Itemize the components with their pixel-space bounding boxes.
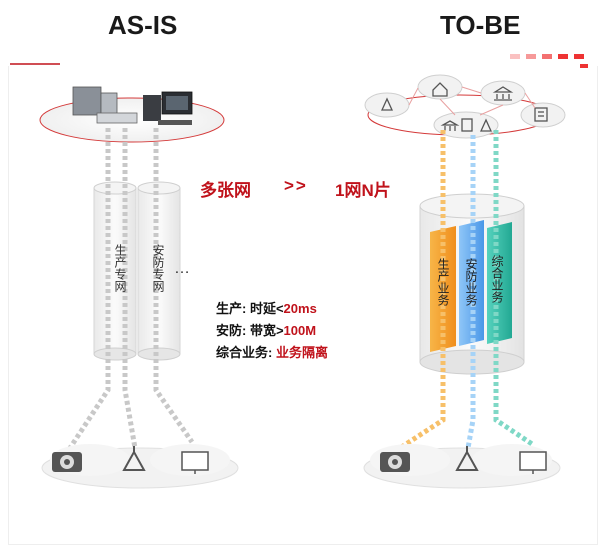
requirement-value: 业务隔离 [275, 345, 328, 360]
slice-comprehensive [487, 222, 512, 344]
house-icon [432, 82, 448, 97]
as-is-pipe-production [93, 181, 137, 361]
pipe-more-indicator: … [174, 260, 190, 277]
slice-production [430, 226, 456, 352]
link-security [465, 135, 476, 449]
as-is-links [67, 128, 195, 450]
requirement-value: 100M [283, 323, 317, 338]
transition-arrow: >> [284, 176, 308, 195]
requirement-value: 20ms [283, 301, 317, 316]
to-be-ring-links [408, 86, 536, 116]
slice-label-comprehensive: 综合业务 [490, 255, 504, 303]
to-be-cloud-network [364, 74, 566, 139]
requirement-production: 生产: 时延<20ms [216, 298, 317, 317]
monitor-icon [181, 451, 209, 474]
requirement-security: 安防: 带宽>100M [216, 320, 316, 339]
bank-icon [492, 86, 514, 101]
link-comprehensive [493, 130, 534, 447]
to-be-title: TO-BE [440, 10, 521, 40]
building-icon [461, 118, 473, 132]
as-is-title: AS-IS [108, 10, 178, 40]
camera-icon [380, 452, 410, 472]
pipe-label-production: 生产专网 [113, 244, 127, 292]
tower-icon [122, 446, 146, 471]
decor-squares [510, 54, 588, 68]
transition-left: 多张网 [200, 181, 251, 200]
server-icon [72, 86, 138, 124]
as-is-pipe-security [137, 181, 181, 361]
tower-icon [380, 97, 493, 132]
computer-icon [143, 91, 193, 125]
requirement-text: 生产: 时延< [216, 301, 284, 316]
slice-label-security: 安防业务 [464, 258, 478, 306]
transition-right: 1网N片 [335, 181, 391, 200]
link-production [398, 130, 446, 451]
requirement-comprehensive: 综合业务: 业务隔离 [216, 342, 328, 361]
tower-icon [455, 446, 479, 471]
building-icon [534, 107, 548, 122]
slice-label-production: 生产业务 [436, 258, 450, 306]
requirement-text: 综合业务: [216, 345, 276, 360]
camera-icon [52, 452, 82, 472]
pipe-label-security: 安防专网 [151, 244, 165, 292]
monitor-icon [519, 451, 547, 474]
requirement-text: 安防: 带宽> [216, 323, 284, 338]
